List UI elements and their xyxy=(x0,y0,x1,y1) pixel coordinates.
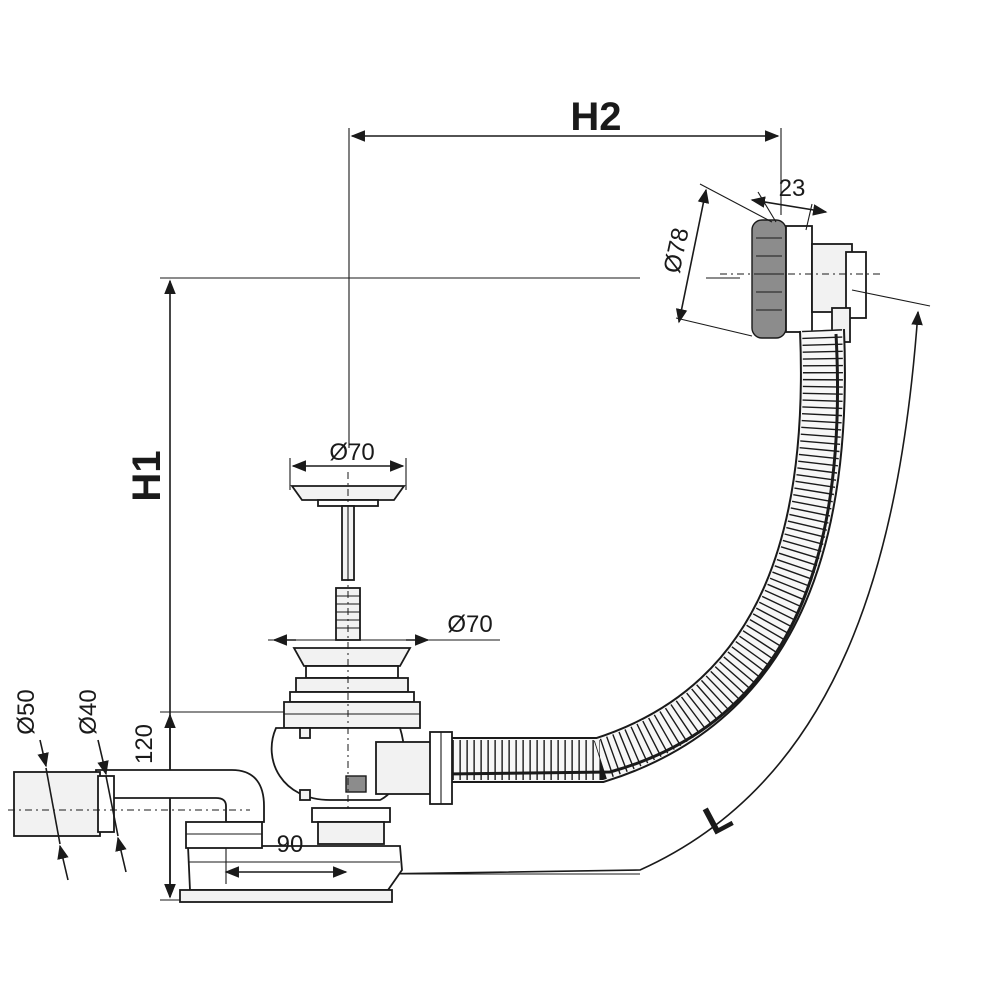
d78-extension-top xyxy=(699,183,773,223)
drain-screw-top xyxy=(299,727,311,739)
hose-corrugations xyxy=(445,329,843,780)
d23-extension-left xyxy=(757,191,777,223)
drain-gasket-top xyxy=(305,665,399,679)
label-23: 23 xyxy=(779,175,806,202)
drain-nut-top xyxy=(295,677,409,693)
flexible-hose xyxy=(444,329,846,783)
label-90: 90 xyxy=(277,831,304,858)
trap-base: 90 xyxy=(179,807,403,903)
hose-outline xyxy=(445,329,846,783)
dimension-h1: H1 xyxy=(125,277,740,901)
drain-lock-nut xyxy=(283,701,421,729)
hose-cable xyxy=(444,333,839,776)
trap-nut xyxy=(317,821,385,845)
outlet-elbow xyxy=(95,769,265,823)
dimension-d40: Ø40 xyxy=(75,689,127,873)
trap-nut-cap xyxy=(311,807,391,823)
d50-dimension-line xyxy=(45,767,61,845)
dimension-d50: Ø50 xyxy=(13,689,69,881)
d50-arrow-bottom xyxy=(57,844,69,881)
label-l: L xyxy=(697,793,739,843)
dimension-h2: H2 xyxy=(348,95,782,448)
label-d70-top: Ø70 xyxy=(329,439,374,466)
d78-dimension-line xyxy=(675,188,710,324)
overflow-head xyxy=(720,219,880,343)
outlet-elbow-nut xyxy=(185,821,263,849)
outlet-pipe xyxy=(8,769,265,849)
label-d70-mid: Ø70 xyxy=(447,611,492,638)
hose-fill xyxy=(445,329,844,781)
d23-dimension-line xyxy=(750,196,828,216)
drain-screw-bottom xyxy=(299,789,311,801)
label-d40: Ø40 xyxy=(75,689,102,734)
drain-body: Ø70 xyxy=(268,472,500,900)
l-dimension-line xyxy=(379,310,923,875)
d40-arrow-top xyxy=(97,739,109,776)
label-h1: H1 xyxy=(125,450,169,501)
overflow-nut xyxy=(845,251,867,319)
d50-arrow-top xyxy=(37,739,49,768)
d40-arrow-bottom xyxy=(115,836,127,873)
d78-extension-bottom xyxy=(675,317,753,337)
dimension-23: 23 xyxy=(750,175,828,231)
label-d78: Ø78 xyxy=(659,225,695,275)
label-d50: Ø50 xyxy=(13,689,40,734)
hose-connector xyxy=(375,741,433,795)
label-h2: H2 xyxy=(570,95,621,139)
dimension-120: 120 xyxy=(131,711,290,899)
drain-grid-flange xyxy=(292,647,412,667)
d40-dimension-line xyxy=(105,775,119,837)
trap-base-plate xyxy=(179,889,393,903)
drain-outlet-seal xyxy=(345,775,367,793)
l-extension-top xyxy=(851,289,931,307)
drain-gasket-bottom xyxy=(289,691,415,703)
overflow-flange xyxy=(785,225,813,333)
label-120: 120 xyxy=(131,724,158,764)
